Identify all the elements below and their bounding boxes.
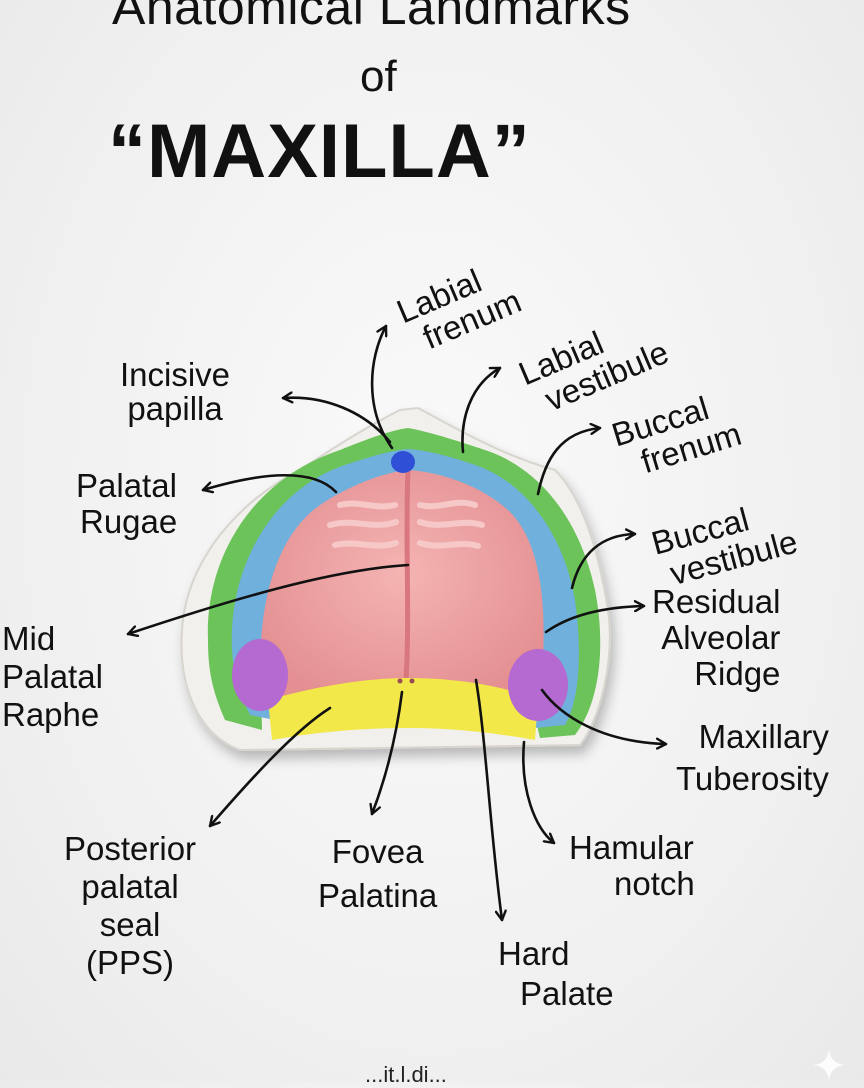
arrow-icon xyxy=(461,366,502,454)
footer-watermark-text: ...it.l.di... xyxy=(365,1062,447,1087)
fovea-dot-left xyxy=(397,678,403,684)
arrow-icon xyxy=(544,606,646,634)
sparkle-icon xyxy=(813,1049,845,1081)
arrow-icon xyxy=(281,398,392,444)
arrow-icon xyxy=(201,473,338,492)
pps-yellow-zone xyxy=(268,678,538,740)
arrow-icon xyxy=(208,706,332,828)
arrow-icon xyxy=(540,688,668,744)
arrow-icon xyxy=(126,563,410,634)
label-hard-palate: Hard Palate xyxy=(498,935,614,1012)
label-maxillary-tuberosity: Maxillary Tuberosity xyxy=(676,718,829,797)
label-palatal-rugae: Palatal Rugae xyxy=(76,467,178,540)
label-posterior-palatal-seal: Posterior palatal seal (PPS) xyxy=(64,830,197,981)
label-incisive-papilla: Incisive papilla xyxy=(120,356,231,427)
arrow-icon xyxy=(522,740,556,845)
right-tuberosity xyxy=(508,649,568,721)
raphe-line xyxy=(403,469,411,681)
title-line-1: Anatomical Landmarks xyxy=(112,0,631,35)
arrow-icon xyxy=(570,534,637,590)
dental-cast xyxy=(180,406,611,752)
arrows xyxy=(126,324,668,922)
fovea-dot-right xyxy=(409,678,415,684)
title-line-2: of xyxy=(360,52,397,101)
label-residual-alveolar-ridge: Residual Alveolar Ridge xyxy=(652,583,781,692)
label-fovea-palatina: Fovea Palatina xyxy=(318,833,438,914)
title-maxilla: “MAXILLA” xyxy=(108,109,531,194)
arrow-icon xyxy=(372,690,404,816)
rugae-folds xyxy=(327,499,485,549)
arrow-icon xyxy=(474,678,502,922)
label-hamular-notch: Hamular notch xyxy=(569,829,695,902)
left-tuberosity xyxy=(232,639,288,711)
arrow-icon xyxy=(536,428,602,496)
label-mid-palatal-raphe: Mid Palatal Raphe xyxy=(2,620,103,733)
incisive-papilla-dot xyxy=(391,451,415,473)
